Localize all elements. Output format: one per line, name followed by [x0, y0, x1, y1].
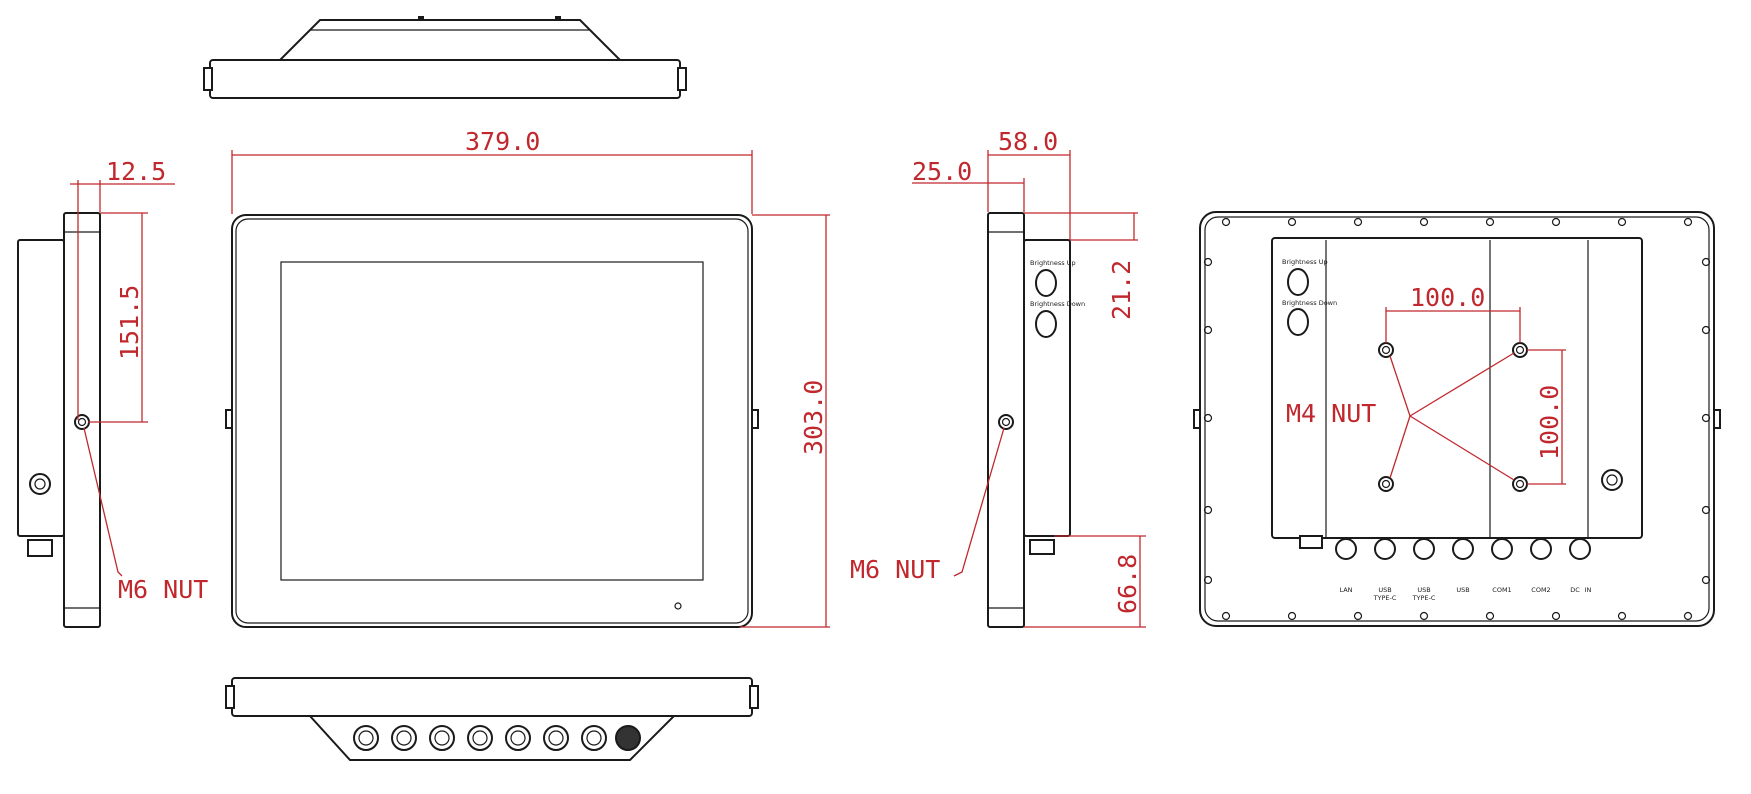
left-nut-callout: M6 NUT [118, 575, 208, 604]
bottom-connector-6 [543, 725, 569, 751]
side-top-gap-label: 21.2 [1107, 260, 1136, 320]
front-width-label: 379.0 [465, 127, 540, 156]
rear-bracket-right [1713, 409, 1721, 429]
bottom-connector-3 [429, 725, 455, 751]
bottom-view [225, 677, 759, 761]
side-nut-callout: M6 NUT [850, 555, 940, 584]
port-label-com2: COM2 [1531, 586, 1550, 594]
side-bottom-height-label: 66.8 [1113, 554, 1142, 614]
rear-small-connector [1299, 535, 1323, 549]
bottom-view-bezel [231, 677, 753, 717]
bottom-connector-7 [581, 725, 607, 751]
bottom-connector-1 [353, 725, 379, 751]
right-side-brightness-up-label: Brightness Up [1030, 259, 1076, 267]
vesa-horizontal-label: 100.0 [1410, 283, 1485, 312]
rear-port-connector-6 [1530, 538, 1552, 560]
rear-port-connector-1 [1335, 538, 1357, 560]
top-view-rear-housing [277, 19, 623, 61]
rear-port-connectors [1299, 535, 1591, 560]
bottom-vent-plug [615, 725, 641, 751]
rear-port-connector-7 [1569, 538, 1591, 560]
vesa-vertical-label: 100.0 [1535, 385, 1564, 460]
rear-brightness-up-button [1287, 268, 1309, 296]
rear-nut-callout: M4 NUT [1286, 399, 1376, 428]
port-label-usb-typec-1-sub: TYPE-C [1373, 594, 1397, 602]
port-label-usb-typec-2: USB [1417, 586, 1430, 594]
rear-port-connector-4 [1452, 538, 1474, 560]
left-side-power-button [29, 473, 51, 495]
bottom-connector-4 [467, 725, 493, 751]
vesa-nut-bottom-left [1378, 476, 1394, 492]
front-view: 379.0 303.0 [225, 127, 830, 628]
left-offset-label: 12.5 [106, 157, 166, 186]
front-bezel [231, 214, 753, 628]
vesa-nut-top-right [1512, 342, 1528, 358]
left-side-view: 12.5 151.5 M6 NUT [17, 157, 208, 628]
right-side-rear-housing [1023, 239, 1071, 537]
rear-view: Brightness Up Brightness Down 100.0 100.… [1193, 211, 1721, 627]
right-side-connector [1029, 539, 1055, 555]
left-nut-height-label: 151.5 [115, 285, 144, 360]
port-label-usb-typec-2-sub: TYPE-C [1412, 594, 1436, 602]
front-height-label: 303.0 [799, 380, 828, 455]
vesa-nut-top-left [1378, 342, 1394, 358]
port-label-in: IN [1585, 586, 1592, 594]
bottom-view-bracket-right [749, 685, 759, 709]
top-view-bracket-right [677, 67, 687, 91]
rear-bezel-screws [1203, 217, 1711, 621]
left-side-connector [27, 539, 53, 557]
rear-power-button [1601, 469, 1623, 491]
side-depth-label: 58.0 [998, 127, 1058, 156]
rear-vesa-nuts [1378, 342, 1528, 492]
rear-brightness-down-button [1287, 308, 1309, 336]
front-bracket-left [225, 409, 233, 429]
left-side-m6-nut [74, 414, 90, 430]
side-offset-label: 25.0 [912, 157, 972, 186]
vesa-nut-bottom-right [1512, 476, 1528, 492]
port-label-com1: COM1 [1492, 586, 1511, 594]
right-side-brightness-down-button [1035, 310, 1057, 338]
right-side-view: Brightness Up Brightness Down 58.0 25.0 … [850, 127, 1146, 628]
rear-brightness-down-label: Brightness Down [1282, 299, 1337, 307]
rear-brightness-up-label: Brightness Up [1282, 258, 1328, 266]
port-label-lan: LAN [1339, 586, 1352, 594]
rear-port-connector-3 [1413, 538, 1435, 560]
bottom-view-connectors [353, 725, 641, 751]
bottom-connector-5 [505, 725, 531, 751]
rear-port-connector-2 [1374, 538, 1396, 560]
bottom-connector-2 [391, 725, 417, 751]
top-view-bracket-left [203, 67, 213, 91]
front-screen [280, 261, 704, 581]
rear-port-labels: LAN USB TYPE-C USB TYPE-C USB COM1 COM2 … [1339, 586, 1591, 602]
right-side-brightness-down-label: Brightness Down [1030, 300, 1085, 308]
front-bracket-right [751, 409, 759, 429]
port-label-usb: USB [1456, 586, 1469, 594]
bottom-view-bracket-left [225, 685, 235, 709]
top-view [203, 16, 687, 99]
rear-port-connector-5 [1491, 538, 1513, 560]
right-side-m6-nut [998, 414, 1014, 430]
port-label-usb-typec-1: USB [1378, 586, 1391, 594]
right-side-brightness-up-button [1035, 269, 1057, 297]
front-indicator-led [674, 602, 682, 610]
port-label-dc: DC [1570, 586, 1580, 594]
rear-bracket-left [1193, 409, 1201, 429]
top-view-bezel [209, 59, 681, 99]
